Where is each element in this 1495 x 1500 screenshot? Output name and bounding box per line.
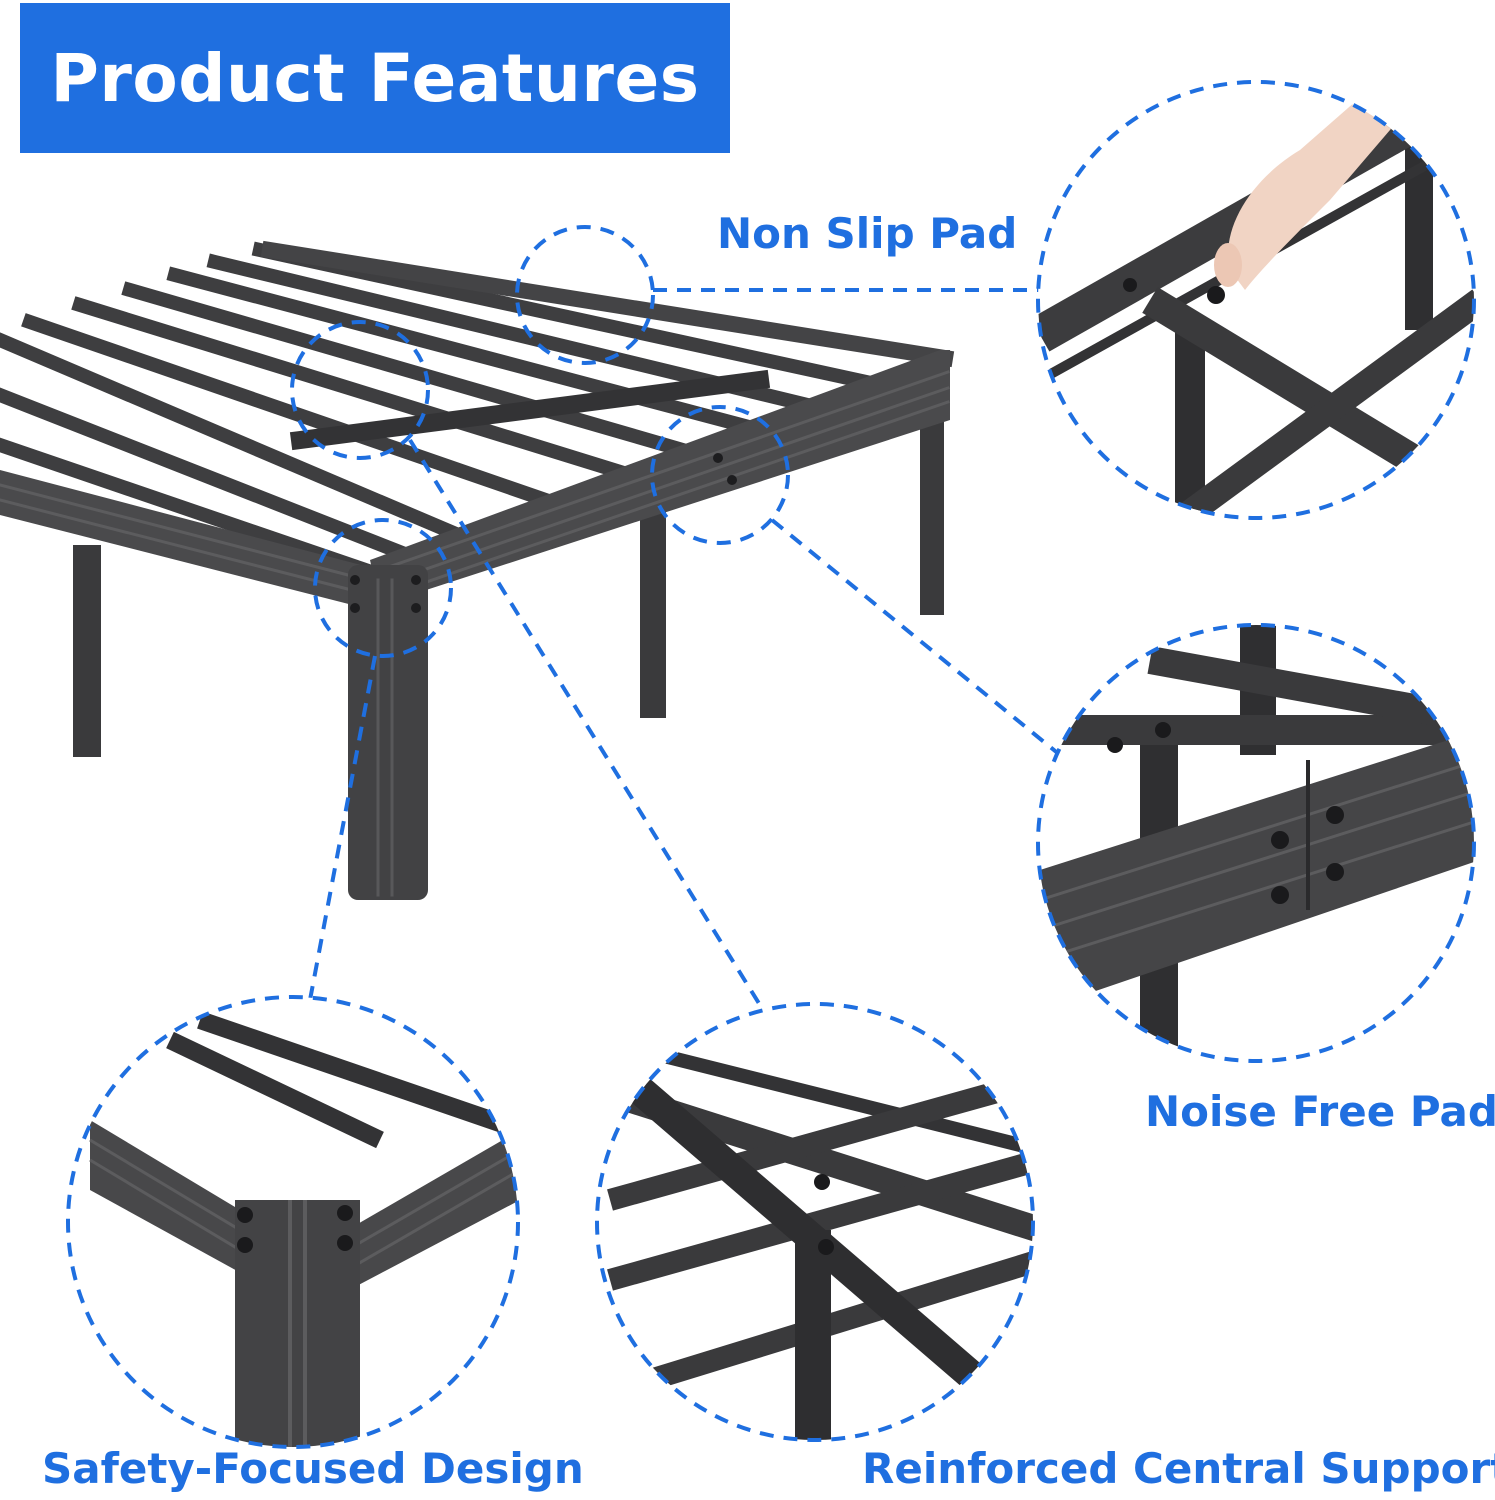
feature-label-safety: Safety-Focused Design [42,1444,584,1493]
feature-label-central-support: Reinforced Central Support [862,1444,1495,1493]
connector-safety [308,655,377,1001]
focus-circle-noise [650,405,790,545]
detail-safety-image [68,997,518,1447]
bed-leg-front-corner [348,565,428,900]
focus-circle-central [290,320,430,460]
detail-noise-image [1038,625,1474,1061]
feature-label-non-slip: Non Slip Pad [717,209,1018,258]
page-title: Product Features [50,39,700,117]
detail-central-image [597,1004,1033,1440]
header-banner: Product Features [20,3,730,153]
connector-noise [770,518,1062,757]
focus-circle-nonslip [515,225,655,365]
focus-circles [290,225,790,658]
bed-leg-rear-left [73,545,101,757]
bed-leg-center [640,500,666,718]
focus-circle-safety [313,518,453,658]
bed-frame-main [0,240,955,900]
bed-slats [0,241,889,584]
connector-lines [308,288,1062,1007]
connector-central [408,438,762,1007]
feature-label-noise-free: Noise Free Pad [1145,1087,1495,1136]
detail-nonslip-image [1038,82,1474,518]
